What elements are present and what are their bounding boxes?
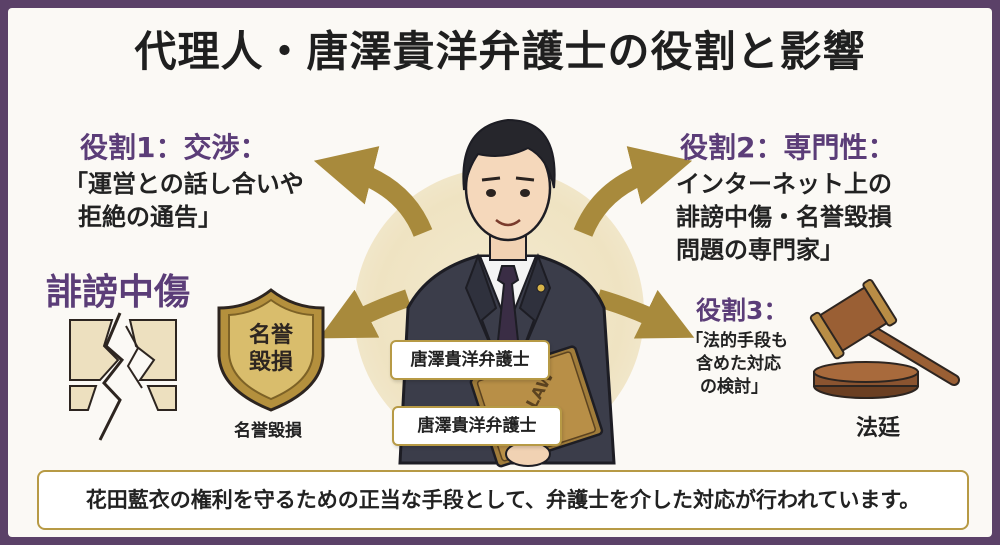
role1-text-line1: 「運営との話し合いや	[64, 170, 304, 198]
role2-text-line1: インターネット上の	[676, 170, 892, 198]
role1-text-line2: 拒絶の通告」	[78, 203, 222, 231]
name-card-1: 唐澤貴洋弁護士	[390, 340, 550, 380]
role3-heading: 役割3：	[696, 296, 789, 325]
defamation-label: 誹謗中傷	[46, 272, 191, 313]
arrow-lower-right-icon	[595, 289, 695, 339]
role2-heading: 役割2：専門性：	[680, 131, 896, 164]
role2-text-line2: 誹謗中傷・名誉毀損	[676, 203, 892, 231]
gavel-icon	[809, 279, 960, 399]
role3-text-line1: 「法的手段も	[686, 331, 788, 351]
shield-caption: 名誉毀損	[234, 421, 302, 441]
role1-heading: 役割1：交渉：	[80, 131, 268, 164]
shield-icon	[217, 288, 325, 412]
shield-line1: 名誉	[248, 323, 293, 348]
infographic-frame: 代理人・唐澤貴洋弁護士の役割と影響 役割1：交渉： 「運営との話し合いや 拒絶の…	[8, 8, 992, 537]
arrow-upper-right-icon	[573, 146, 693, 238]
role3-text-line3: の検討」	[700, 377, 768, 397]
page-title: 代理人・唐澤貴洋弁護士の役割と影響	[134, 27, 866, 76]
lawyer-figure	[398, 118, 616, 468]
arrow-lower-left-icon	[318, 289, 411, 339]
summary-box: 花田藍衣の権利を守るための正当な手段として、弁護士を介した対応が行われています。	[37, 470, 969, 530]
shield-line2: 毀損	[248, 350, 293, 375]
role2-text-line3: 問題の専門家」	[676, 236, 844, 264]
arrow-upper-left-icon	[313, 146, 433, 238]
court-label: 法廷	[856, 416, 901, 441]
broken-wall-icon	[69, 312, 177, 441]
role3-text-line2: 含めた対応	[696, 354, 781, 374]
name-card-2: 唐澤貴洋弁護士	[392, 406, 562, 446]
